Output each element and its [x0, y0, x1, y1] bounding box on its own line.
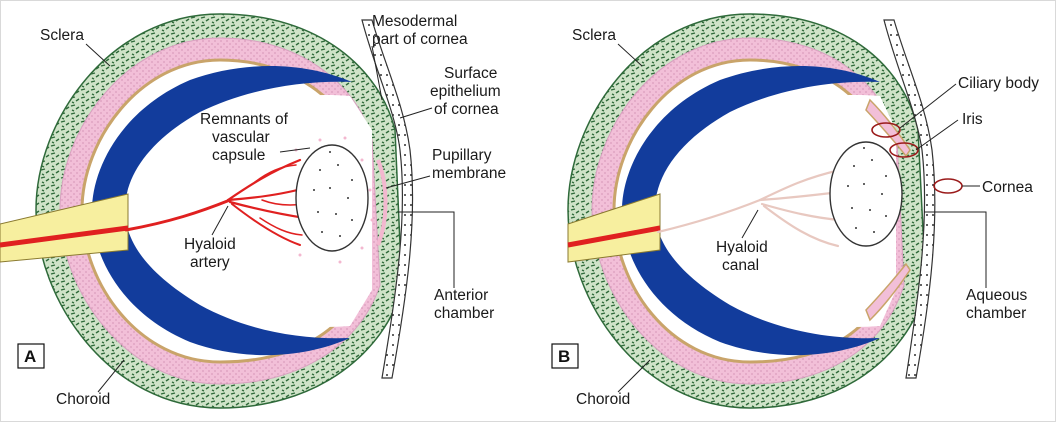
label-aqueous-b-1: Aqueous — [966, 287, 1027, 304]
panel-a: Sclera Choroid Mesodermal part of cornea… — [0, 13, 506, 408]
label-sclera-b: Sclera — [572, 27, 616, 44]
label-cornea-b: Cornea — [982, 179, 1033, 196]
label-surface-a-1: Surface — [444, 65, 497, 82]
label-sclera-a: Sclera — [40, 27, 84, 44]
label-ciliary-b: Ciliary body — [958, 75, 1039, 92]
panel-letter-b: B — [558, 347, 570, 366]
lens — [296, 145, 368, 251]
label-hyaloid-b-1: Hyaloid — [716, 239, 768, 256]
label-remnants-a-1: Remnants of — [200, 111, 289, 128]
label-hyaloid-b-2: canal — [722, 257, 759, 274]
label-choroid-a: Choroid — [56, 391, 110, 408]
label-remnants-a-2: vascular — [212, 129, 270, 146]
label-hyaloid-a-1: Hyaloid — [184, 236, 236, 253]
label-mesodermal-a-1: Mesodermal — [372, 13, 457, 30]
panel-b: Sclera Choroid Ciliary body Iris Cornea … — [552, 14, 1039, 408]
label-hyaloid-a-2: artery — [190, 254, 230, 271]
label-pupillary-a-2: membrane — [432, 165, 506, 182]
label-mesodermal-a-2: part of cornea — [372, 31, 468, 48]
label-surface-a-2: epithelium — [430, 83, 501, 100]
label-remnants-a-3: capsule — [212, 147, 265, 164]
lens-b — [830, 142, 902, 246]
label-surface-a-3: of cornea — [434, 101, 499, 118]
label-anterior-a-1: Anterior — [434, 287, 488, 304]
label-aqueous-b-2: chamber — [966, 305, 1026, 322]
label-pupillary-a-1: Pupillary — [432, 147, 492, 164]
panel-a-eyeball — [0, 14, 413, 408]
panel-b-eyeball — [568, 14, 962, 408]
panel-letter-a: A — [24, 347, 36, 366]
label-anterior-a-2: chamber — [434, 305, 494, 322]
label-iris-b: Iris — [962, 111, 983, 128]
label-choroid-b: Choroid — [576, 391, 630, 408]
